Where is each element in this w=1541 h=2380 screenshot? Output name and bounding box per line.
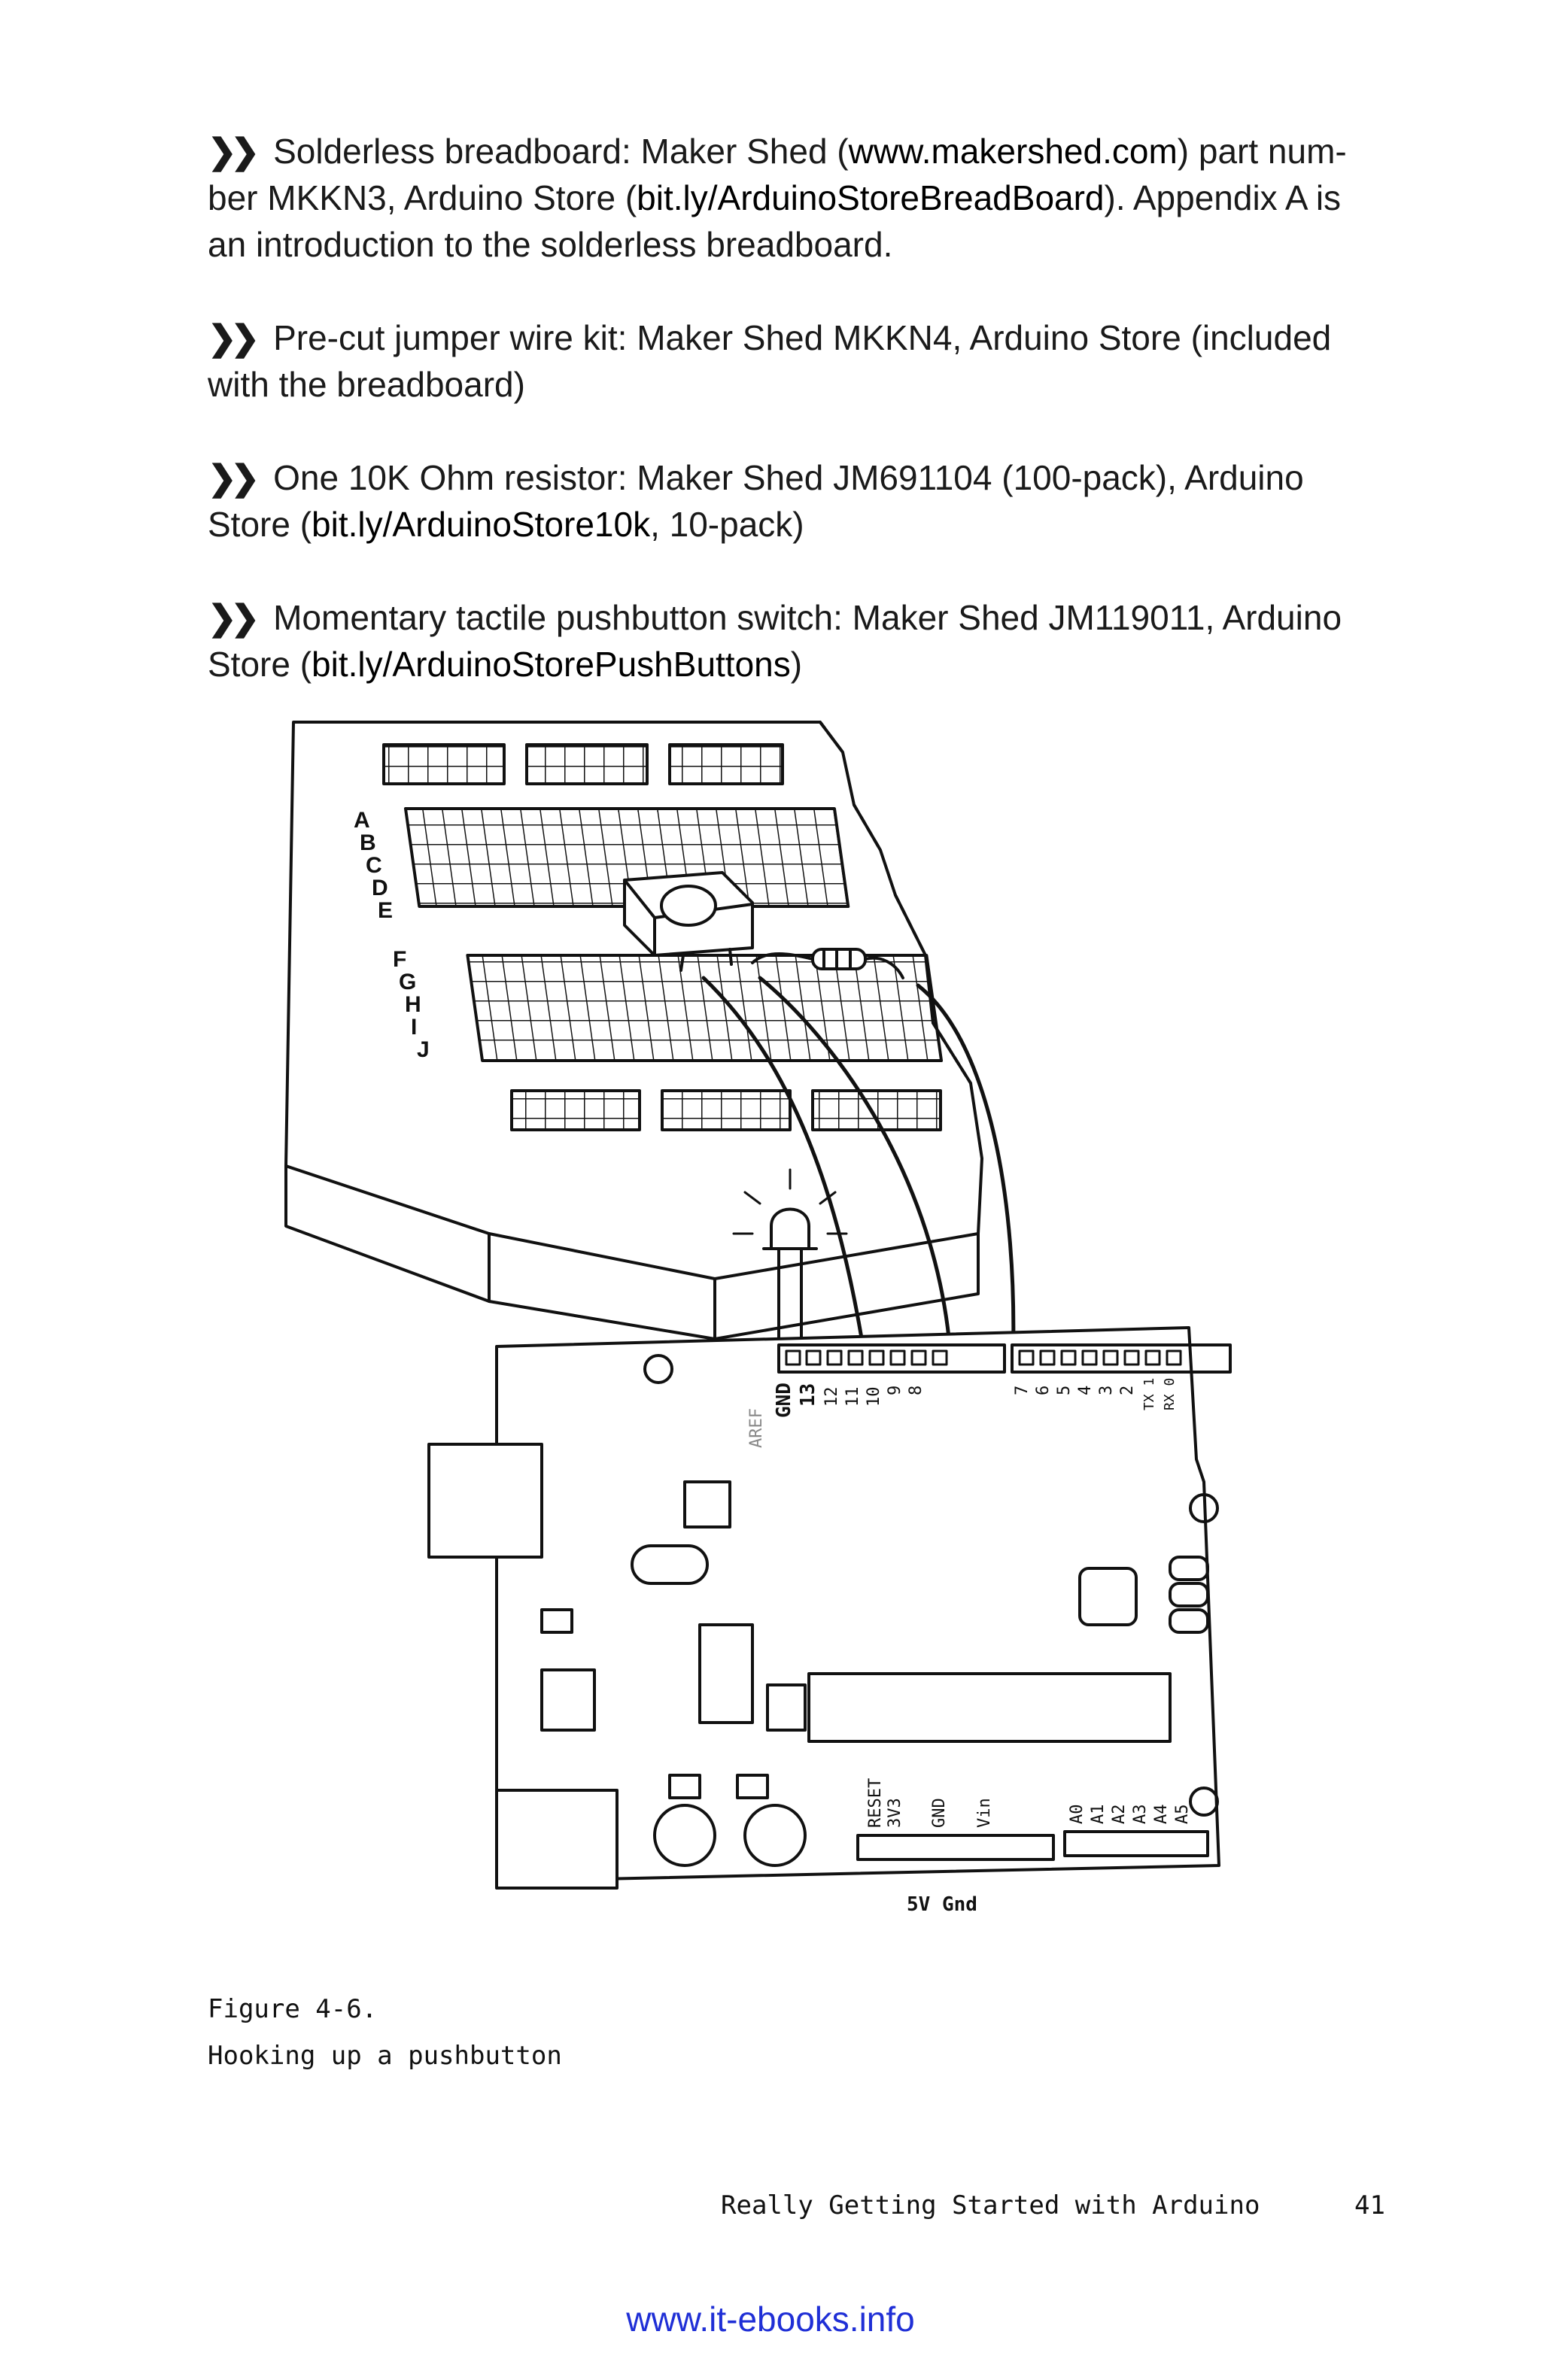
pushbutton xyxy=(623,871,754,972)
bullet-text: ) xyxy=(790,645,803,684)
pin-label-gnd: GND xyxy=(773,1383,795,1418)
bullet-text: ) part num­ber MKKN3, Arduino Store ( xyxy=(208,132,1347,217)
figure-caption: Figure 4-6. Hooking up a pushbutton xyxy=(208,1986,562,2079)
row-label: D xyxy=(372,876,388,900)
pin-label-vin: Vin xyxy=(975,1798,994,1828)
parts-list: ❯❯ Solderless breadboard: Maker Shed (www… xyxy=(208,128,1381,734)
row-label: H xyxy=(405,992,421,1017)
pin-label-12: 12 xyxy=(822,1387,841,1407)
bullet-text: Solderless breadboard: Maker Shed ( xyxy=(273,132,849,171)
pin-label-a2: A2 xyxy=(1110,1805,1129,1825)
row-label: B xyxy=(360,830,376,855)
bullet-text: Momentary tactile pushbutton switch: Mak… xyxy=(208,598,1342,684)
bullet-jumper-wire: ❯❯Pre-cut jumper wire kit: Maker Shed MK… xyxy=(208,314,1381,408)
pin-label-8: 8 xyxy=(907,1386,926,1395)
arduino-board: AREF GND 13 12 11 10 9 8 7 6 5 4 3 2 TX … xyxy=(427,1326,1232,1916)
pin-label-3: 3 xyxy=(1097,1386,1116,1395)
row-label: A xyxy=(354,808,370,833)
chevron-icon: ❯❯ xyxy=(208,132,260,171)
row-label: G xyxy=(399,970,416,994)
chevron-icon: ❯❯ xyxy=(208,318,260,357)
pin-label-5: 5 xyxy=(1055,1386,1074,1395)
pin-label-6: 6 xyxy=(1034,1386,1053,1395)
bullet-resistor: ❯❯One 10K Ohm resistor: Maker Shed JM691… xyxy=(208,454,1381,548)
pin-label-7: 7 xyxy=(1013,1386,1032,1395)
figure-number: Figure 4-6. xyxy=(208,1994,378,2024)
row-label: F xyxy=(393,947,406,972)
pin-label-a4: A4 xyxy=(1152,1805,1171,1825)
pin-label-a1: A1 xyxy=(1089,1805,1108,1825)
row-label: C xyxy=(366,853,382,878)
pin-label-13: 13 xyxy=(797,1383,819,1407)
row-label: E xyxy=(378,898,393,923)
row-label: I xyxy=(411,1015,417,1040)
pushbutton-wiring-illustration: A B C D E F G H I J xyxy=(284,721,1232,1916)
pin-label-aref: AREF xyxy=(747,1408,766,1448)
pin-label-3v3: 3V3 xyxy=(886,1798,904,1828)
breadboard: A B C D E F G H I J xyxy=(284,721,983,1340)
pin-label-4: 4 xyxy=(1076,1386,1095,1395)
chevron-icon: ❯❯ xyxy=(208,598,260,637)
pin-label-a3: A3 xyxy=(1131,1805,1150,1825)
resistor-link[interactable]: bit.ly/ArduinoStore10k xyxy=(312,505,651,544)
bullet-text: , 10-pack) xyxy=(650,505,804,544)
pin-label-10: 10 xyxy=(865,1387,883,1407)
row-label: J xyxy=(417,1037,430,1062)
pin-label-tx1: TX 1 xyxy=(1141,1378,1157,1410)
pin-label-a5: A5 xyxy=(1173,1805,1192,1825)
chevron-icon: ❯❯ xyxy=(208,458,260,497)
figure-title: Hooking up a pushbutton xyxy=(208,2041,562,2071)
bullet-text: One 10K Ohm resistor: Maker Shed JM69110… xyxy=(208,458,1304,544)
pin-label-2: 2 xyxy=(1118,1386,1137,1395)
pushbutton-link[interactable]: bit.ly/ArduinoStorePushButtons xyxy=(312,645,791,684)
pin-label-power-gnd: GND xyxy=(930,1798,949,1828)
resistor xyxy=(751,948,904,979)
pin-label-reset: RESET xyxy=(866,1778,885,1828)
pin-label-rx0: RX 0 xyxy=(1162,1378,1178,1410)
bullet-text: ). Appendix A is an introduction to the … xyxy=(208,178,1342,264)
watermark-link[interactable]: www.it-ebooks.info xyxy=(626,2300,915,2339)
running-footer-title: Really Getting Started with Arduino xyxy=(721,2190,1260,2221)
pin-label-a0: A0 xyxy=(1068,1805,1087,1825)
pin-label-9: 9 xyxy=(886,1386,904,1395)
bullet-breadboard: ❯❯ Solderless breadboard: Maker Shed (www… xyxy=(208,128,1381,268)
bullet-text: Pre-cut jumper wire kit: Maker Shed MKKN… xyxy=(208,318,1332,404)
makershed-link[interactable]: www.makershed.com xyxy=(848,132,1178,171)
breadboard-link[interactable]: bit.ly/ArduinoStoreBreadBoard xyxy=(637,178,1105,217)
page-number: 41 xyxy=(1354,2190,1385,2221)
pin-label-11: 11 xyxy=(843,1387,862,1407)
bullet-pushbutton: ❯❯Momentary tactile pushbutton switch: M… xyxy=(208,594,1381,688)
power-pin-label-5v-gnd: 5V Gnd xyxy=(907,1893,977,1916)
led xyxy=(732,1168,848,1355)
